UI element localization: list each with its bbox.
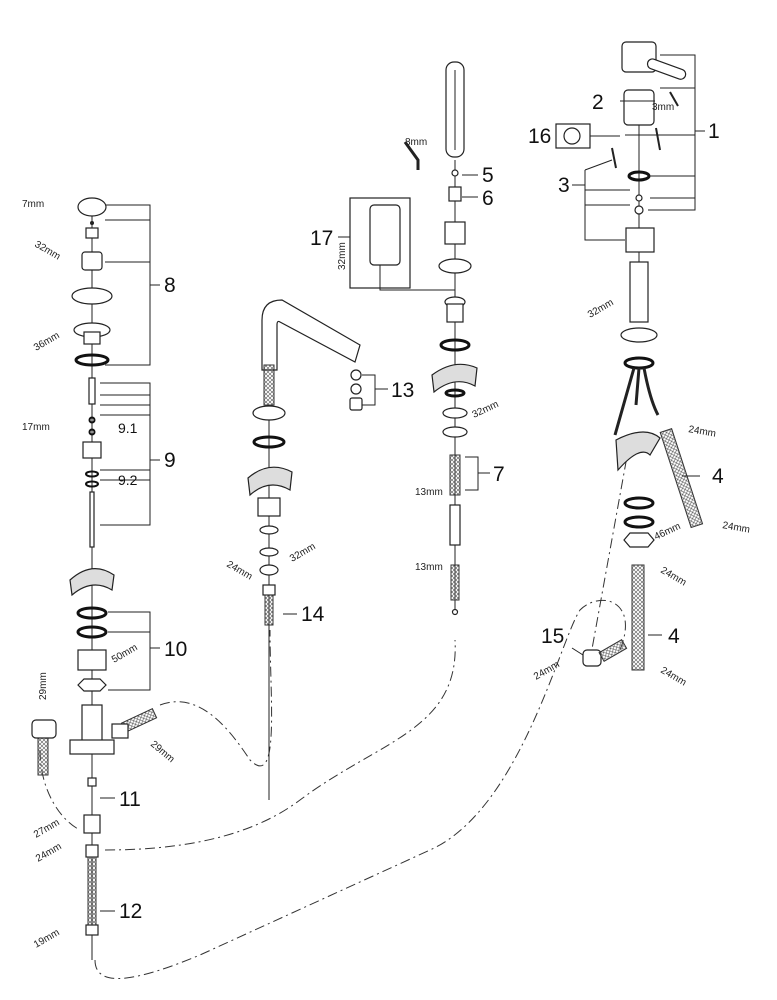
tool-size-17mm: 17mm [22, 422, 50, 433]
callout-12: 12 [119, 900, 142, 923]
tool-size-29mm-left: 29mm [38, 672, 49, 700]
callout-16: 16 [528, 125, 551, 148]
spout [261, 299, 361, 371]
nut [85, 227, 99, 239]
callout-2: 2 [592, 91, 604, 114]
tool-size-32mm-left: 32mm [33, 239, 63, 262]
callout-labels: 1 2 3 4 4 5 6 7 8 9 9.1 9.2 10 11 12 13 … [118, 91, 724, 923]
tool-size-24mm-elbow: 24mm [532, 659, 562, 682]
callout-10: 10 [164, 638, 187, 661]
callout-4-upper: 4 [712, 465, 724, 488]
callout-3: 3 [558, 174, 570, 197]
cap [77, 197, 107, 217]
tool-size-24mm-hose-top: 24mm [687, 424, 716, 440]
tool-size-36mm: 36mm [32, 330, 62, 353]
tool-size-24mm-spout: 24mm [225, 559, 255, 582]
callout-4-lower: 4 [668, 625, 680, 648]
hose-4-lower [631, 564, 645, 671]
tool-size-32mm-right: 32mm [586, 297, 616, 320]
hose-4-upper [659, 428, 704, 529]
callout-17: 17 [310, 227, 333, 250]
tool-size-32mm-center: 32mm [471, 399, 501, 421]
tool-size-46mm: 46mm [653, 521, 683, 543]
center-handshower-assembly [338, 61, 490, 616]
callout-9-1: 9.1 [118, 420, 138, 436]
right-lever-assembly [555, 41, 705, 671]
tool-size-27mm: 27mm [32, 817, 62, 840]
callout-13: 13 [391, 379, 414, 402]
tool-size-13mm-upper: 13mm [415, 487, 443, 498]
tool-size-50mm: 50mm [110, 642, 140, 665]
callout-5: 5 [482, 164, 494, 187]
spout-assembly [247, 299, 388, 800]
tool-size-19mm: 19mm [32, 927, 62, 950]
tool-size-29mm-right: 29mm [148, 739, 176, 765]
left-hose [37, 734, 49, 776]
callout-8: 8 [164, 274, 176, 297]
tool-size-32mm-spout: 32mm [288, 541, 318, 564]
callout-14: 14 [301, 603, 325, 626]
connection-lines [39, 439, 631, 979]
tool-size-24mm-lower-hose-top: 24mm [659, 565, 689, 588]
elbow-15 [582, 649, 602, 667]
callout-7: 7 [493, 463, 505, 486]
callout-9-2: 9.2 [118, 472, 138, 488]
washer [71, 287, 113, 305]
tool-size-3mm: 3mm [652, 102, 674, 113]
callout-11: 11 [119, 788, 141, 811]
callout-15: 15 [541, 625, 564, 648]
tool-size-32mm-cartridge: 32mm [337, 242, 348, 270]
left-valve-assembly [31, 197, 160, 960]
tool-size-24mm-lower-hose-bottom: 24mm [659, 665, 689, 688]
tool-size-8mm: 8mm [405, 137, 427, 148]
callout-9: 9 [164, 449, 176, 472]
callout-1: 1 [708, 120, 720, 143]
tool-size-13mm-lower: 13mm [415, 562, 443, 573]
tool-size-24mm-hose-bottom: 24mm [721, 520, 750, 536]
headpart [81, 251, 103, 271]
tool-size-24mm-left: 24mm [34, 841, 64, 864]
sleeve [623, 89, 655, 126]
callout-6: 6 [482, 187, 494, 210]
tool-size-7mm: 7mm [22, 199, 44, 210]
